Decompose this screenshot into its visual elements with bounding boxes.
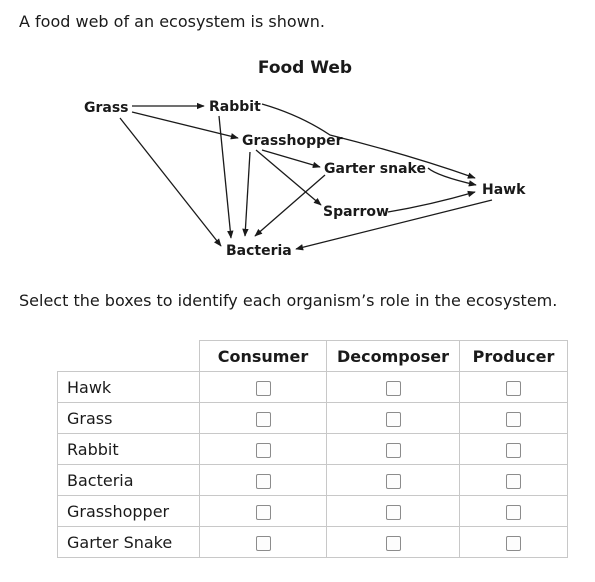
node-bacteria: Bacteria (226, 243, 292, 259)
row-label-garter-snake: Garter Snake (57, 526, 200, 558)
row-label-grasshopper: Grasshopper (57, 495, 200, 527)
arrow-grasshopper-bacteria (242, 151, 251, 237)
table-row: Grasshopper (57, 495, 568, 527)
header-blank (58, 341, 200, 372)
arrow-grass-bacteria (119, 117, 222, 247)
checkbox-grasshopper-decomposer[interactable] (385, 504, 401, 520)
arrow-hawk-bacteria (295, 199, 493, 251)
checkbox-grasshopper-consumer[interactable] (255, 504, 271, 520)
table-row: Grass (57, 402, 568, 434)
food-web-title: Food Web (257, 58, 353, 78)
arrow-grass-grasshopper (131, 111, 239, 140)
table-row: Garter Snake (57, 526, 568, 558)
checkbox-garter-snake-consumer[interactable] (255, 535, 271, 551)
checkbox-rabbit-producer[interactable] (506, 442, 521, 458)
row-label-rabbit: Rabbit (57, 433, 200, 465)
food-web-diagram: Grass Rabbit Grasshopper Garter snake Ha… (84, 99, 526, 259)
arrow-rabbit-hawk (261, 103, 476, 179)
node-garter-snake: Garter snake (324, 161, 426, 177)
row-label-grass: Grass (57, 402, 200, 434)
checkbox-garter-snake-producer[interactable] (506, 535, 521, 551)
arrow-gartersnake-bacteria (254, 174, 326, 237)
table-row: Hawk (57, 371, 568, 403)
node-sparrow: Sparrow (323, 204, 389, 220)
checkbox-grass-consumer[interactable] (255, 411, 271, 427)
row-label-hawk: Hawk (57, 371, 200, 403)
row-label-bacteria: Bacteria (57, 464, 200, 496)
checkbox-grasshopper-producer[interactable] (506, 504, 521, 520)
header-consumer: Consumer (199, 340, 327, 372)
node-grasshopper: Grasshopper (242, 133, 343, 149)
checkbox-bacteria-consumer[interactable] (255, 473, 271, 489)
checkbox-bacteria-decomposer[interactable] (385, 473, 401, 489)
table-header-row: Consumer Decomposer Producer (58, 340, 568, 372)
checkbox-hawk-consumer[interactable] (255, 380, 271, 396)
arrow-grasshopper-sparrow (255, 149, 322, 206)
arrow-rabbit-bacteria (218, 115, 234, 239)
header-producer: Producer (459, 340, 568, 372)
arrow-grasshopper-gartersnake (261, 149, 321, 169)
checkbox-bacteria-producer[interactable] (506, 473, 521, 489)
table-row: Bacteria (57, 464, 568, 496)
checkbox-hawk-decomposer[interactable] (385, 380, 401, 396)
node-rabbit: Rabbit (209, 99, 261, 115)
question-prompt: A food web of an ecosystem is shown. (19, 12, 325, 31)
header-decomposer: Decomposer (326, 340, 460, 372)
checkbox-rabbit-decomposer[interactable] (385, 442, 401, 458)
table-row: Rabbit (57, 433, 568, 465)
checkbox-hawk-producer[interactable] (506, 380, 521, 396)
checkbox-grass-decomposer[interactable] (385, 411, 401, 427)
arrow-sparrow-hawk (387, 190, 476, 213)
role-table: Consumer Decomposer Producer Hawk Grass … (57, 340, 568, 558)
arrow-gartersnake-hawk (427, 167, 477, 187)
checkbox-garter-snake-decomposer[interactable] (385, 535, 401, 551)
instruction-text: Select the boxes to identify each organi… (19, 291, 558, 310)
checkbox-grass-producer[interactable] (506, 411, 521, 427)
node-hawk: Hawk (482, 182, 526, 198)
node-grass: Grass (84, 100, 129, 116)
checkbox-rabbit-consumer[interactable] (255, 442, 271, 458)
